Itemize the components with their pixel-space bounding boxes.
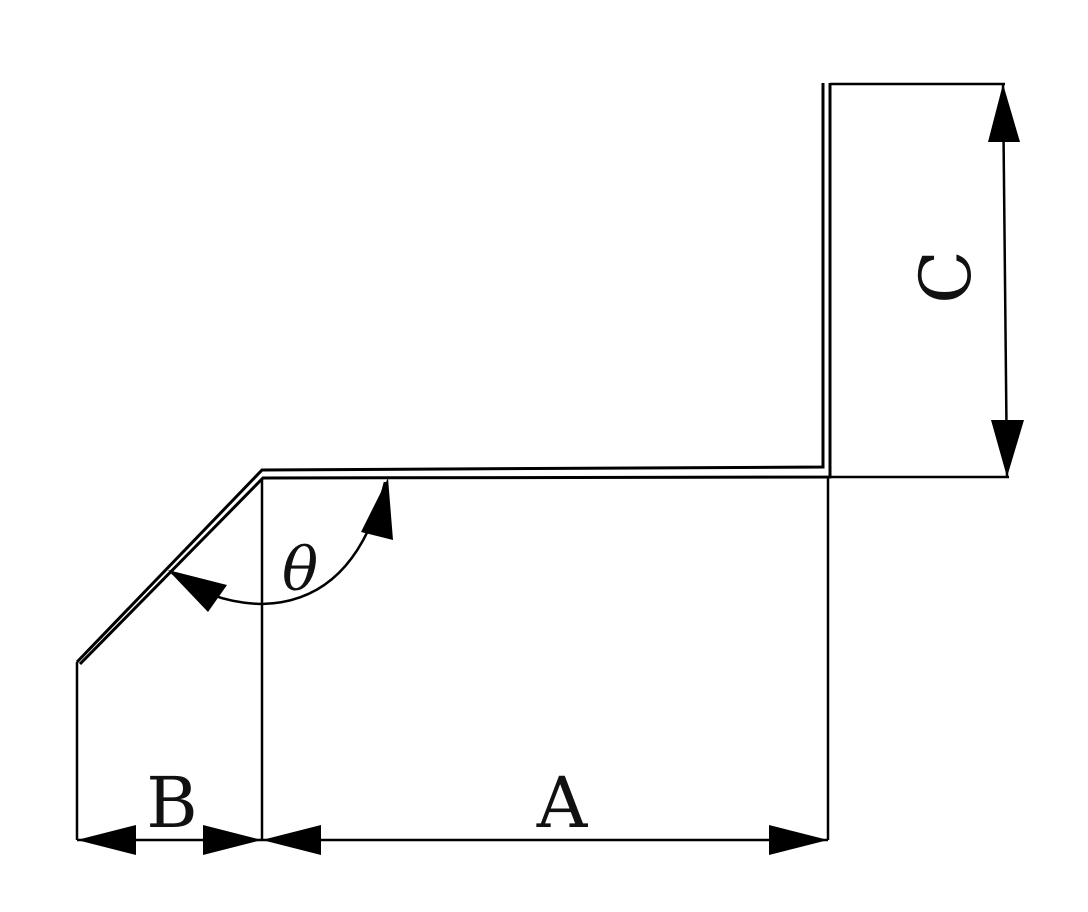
label-a: A [536, 762, 589, 844]
arrowhead-b-left [77, 825, 136, 855]
bent-bar-outer-edge [75, 83, 825, 664]
angle-theta-indicator [168, 478, 393, 612]
arrowhead-angle-right [361, 478, 393, 540]
extension-lines [75, 82, 1009, 840]
arrowhead-a-right [769, 825, 828, 855]
arrowhead-c-bottom [991, 420, 1024, 477]
label-theta: θ [282, 535, 318, 605]
dimension-b [77, 825, 262, 855]
dimension-a [262, 825, 828, 855]
arrowhead-b-right [203, 825, 262, 855]
dimension-c [988, 83, 1024, 478]
label-b: B [146, 762, 197, 844]
dimension-line-c [1001, 83, 1009, 478]
label-c: C [905, 250, 987, 304]
arrowhead-a-left [262, 825, 321, 855]
arrowhead-angle-left [168, 570, 227, 612]
arrowhead-c-top [988, 84, 1020, 142]
